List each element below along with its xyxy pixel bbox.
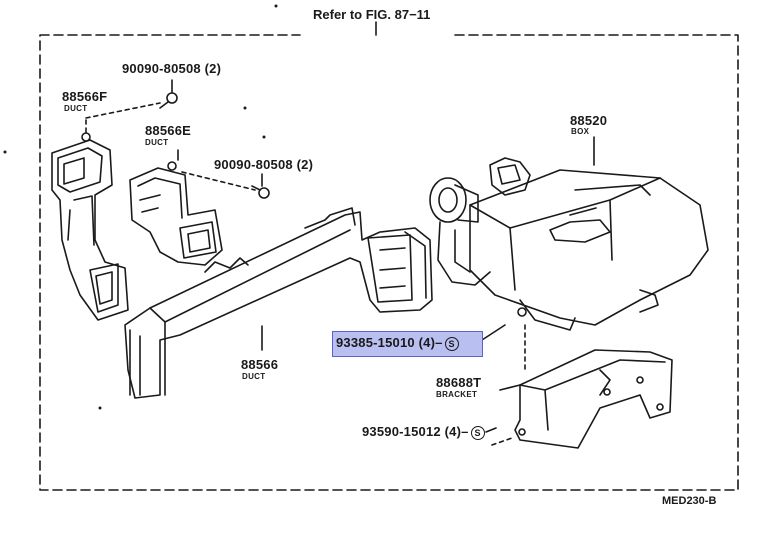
part-name-88566f: DUCT [64,104,88,113]
fastener-label-bolt-2[interactable]: 90090-80508 (2) [214,157,314,172]
bolt-2-drawing [251,185,270,199]
screw-symbol-icon: S [444,336,459,351]
bracket-88688t-drawing [514,349,673,449]
group-border [39,34,739,491]
part-name-88688t: BRACKET [436,390,478,399]
part-number-88520[interactable]: 88520 [570,113,608,128]
duct-88566f-drawing [51,132,129,321]
fastener-number-screw-2: 93590-15012 (4)– [362,424,469,439]
bolt-1-drawing [159,92,178,109]
part-name-88566e: DUCT [145,138,169,147]
part-number-88566f[interactable]: 88566F [62,89,108,104]
diagram-code: MED230-B [662,495,717,507]
screw-symbol-icon: S [470,425,485,440]
duct-88566-drawing [124,207,433,399]
part-number-88566[interactable]: 88566 [241,357,279,372]
fastener-number-screw: 93385-15010 (4)– [336,335,443,350]
part-number-88566e[interactable]: 88566E [145,123,192,138]
fastener-label-bolt-1[interactable]: 90090-80508 (2) [122,61,222,76]
part-name-88520: BOX [571,127,590,136]
reference-label[interactable]: Refer to FIG. 87−11 [313,7,431,22]
part-number-88688t[interactable]: 88688T [436,375,482,390]
duct-88566e-drawing [129,161,223,266]
fastener-label-screw-2[interactable]: 93590-15012 (4)–S [362,425,485,440]
fastener-label-screw-highlighted[interactable]: 93385-15010 (4)–S [336,336,459,351]
box-88520-drawing [429,157,709,331]
part-name-88566: DUCT [242,372,266,381]
